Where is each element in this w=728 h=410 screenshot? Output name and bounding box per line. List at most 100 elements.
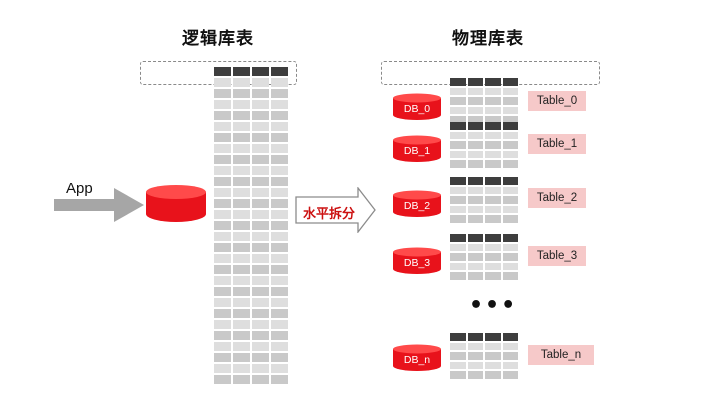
- table-cell: [485, 262, 501, 270]
- table-cell: [233, 111, 250, 120]
- header-cell: [467, 78, 483, 86]
- table-cell: [252, 122, 269, 131]
- header-cell: [502, 122, 518, 130]
- table-cell: [214, 276, 231, 285]
- table-cell: [271, 166, 288, 175]
- table-cell: [252, 331, 269, 340]
- table-cell: [233, 364, 250, 373]
- table-cell: [214, 221, 231, 230]
- table-cell: [450, 131, 466, 139]
- table-cell: [450, 205, 466, 213]
- header-cell: [502, 333, 518, 341]
- table-cell: [214, 166, 231, 175]
- table-cell: [214, 111, 231, 120]
- table-cell: [233, 276, 250, 285]
- header-cell: [214, 67, 231, 76]
- table-cell: [252, 166, 269, 175]
- db-label: DB_1: [404, 145, 430, 157]
- db-label: DB_0: [404, 103, 430, 115]
- table-cell: [502, 160, 518, 168]
- table-cell: [214, 78, 231, 87]
- shard-table: [450, 234, 518, 280]
- table-cell: [467, 272, 483, 280]
- table-cell: [450, 243, 466, 251]
- db-icon: DB_2: [393, 190, 441, 217]
- table-cell: [467, 131, 483, 139]
- table-cell: [271, 364, 288, 373]
- table-cell: [233, 166, 250, 175]
- table-cell: [271, 287, 288, 296]
- header-cell: [485, 333, 501, 341]
- header-cell: [467, 122, 483, 130]
- table-cell: [214, 353, 231, 362]
- table-cell: [502, 87, 518, 95]
- table-cell: [485, 253, 501, 261]
- table-cell: [233, 122, 250, 131]
- table-cell: [450, 215, 466, 223]
- header-cell: [485, 78, 501, 86]
- table-cell: [271, 375, 288, 384]
- shard-table: [450, 122, 518, 168]
- table-cell: [233, 100, 250, 109]
- table-cell: [252, 243, 269, 252]
- table-cell: [467, 262, 483, 270]
- header-cell: [233, 67, 250, 76]
- table-cell: [502, 272, 518, 280]
- app-arrow-icon: [54, 188, 144, 222]
- table-cell: [271, 210, 288, 219]
- app-label: App: [66, 180, 93, 197]
- table-cell: [485, 150, 501, 158]
- header-cell: [450, 177, 466, 185]
- table-cell: [467, 160, 483, 168]
- table-cell: [485, 215, 501, 223]
- table-cell: [252, 89, 269, 98]
- table-cell: [214, 243, 231, 252]
- table-cell: [271, 353, 288, 362]
- table-cell: [233, 133, 250, 142]
- header-cell: [252, 67, 269, 76]
- table-cell: [233, 342, 250, 351]
- split-label: 水平拆分: [303, 207, 356, 222]
- table-cell: [252, 353, 269, 362]
- table-cell: [502, 131, 518, 139]
- table-cell: [214, 89, 231, 98]
- db-icon: DB_0: [393, 93, 441, 120]
- table-cell: [252, 342, 269, 351]
- table-cell: [233, 78, 250, 87]
- table-cell: [214, 331, 231, 340]
- table-cell: [271, 100, 288, 109]
- table-cell: [252, 199, 269, 208]
- db-label: DB_2: [404, 200, 430, 212]
- logical-db-icon: [146, 185, 206, 222]
- header-cell: [502, 234, 518, 242]
- table-cell: [271, 111, 288, 120]
- logical-table: [214, 67, 288, 384]
- header-cell: [485, 122, 501, 130]
- table-cell: [502, 262, 518, 270]
- table-cell: [214, 320, 231, 329]
- table-cell: [214, 254, 231, 263]
- table-cell: [233, 254, 250, 263]
- table-cell: [214, 199, 231, 208]
- table-cell: [271, 221, 288, 230]
- table-cell: [233, 353, 250, 362]
- table-cell: [450, 160, 466, 168]
- table-cell: [450, 253, 466, 261]
- table-cell: [214, 177, 231, 186]
- table-cell: [214, 100, 231, 109]
- shard-table: [450, 333, 518, 379]
- table-cell: [271, 276, 288, 285]
- table-cell: [467, 196, 483, 204]
- header-cell: [467, 177, 483, 185]
- table-cell: [485, 243, 501, 251]
- table-cell: [271, 243, 288, 252]
- table-cell: [214, 155, 231, 164]
- table-cell: [450, 97, 466, 105]
- table-cell: [252, 111, 269, 120]
- table-cell: [214, 122, 231, 131]
- table-cell: [252, 78, 269, 87]
- table-cell: [233, 199, 250, 208]
- table-cell: [271, 133, 288, 142]
- table-cell: [214, 298, 231, 307]
- table-cell: [450, 106, 466, 114]
